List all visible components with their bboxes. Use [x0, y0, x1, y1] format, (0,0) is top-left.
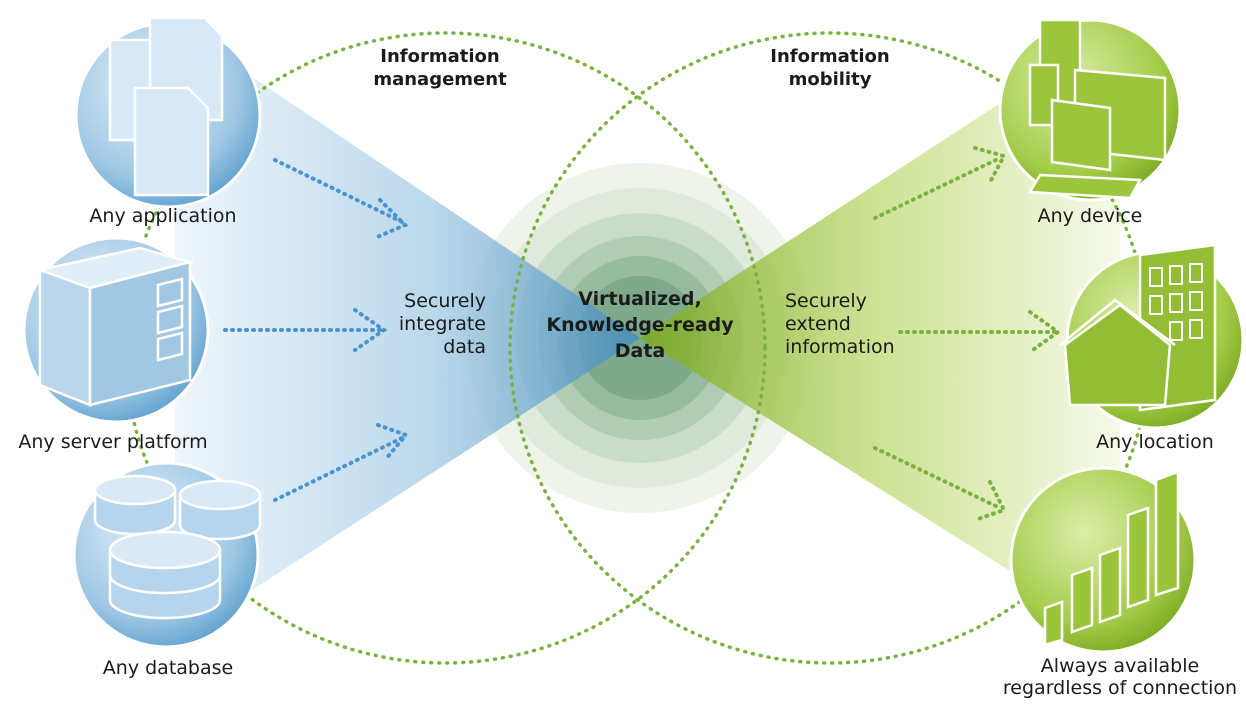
extend-label: Securely extend information: [785, 290, 895, 359]
server-caption: Any server platform: [18, 431, 208, 453]
mobility-heading: Information mobility: [770, 45, 889, 91]
location-caption: Any location: [1096, 431, 1214, 453]
database-icon: [72, 461, 262, 649]
extend-label-line2: extend: [785, 313, 851, 335]
availability-caption-line1: Always available: [1040, 655, 1200, 677]
mobility-heading-line2: mobility: [788, 69, 872, 90]
location-icon: [1059, 243, 1245, 430]
extension-arrows: [873, 146, 1062, 522]
core-label-line1: Virtualized,: [578, 288, 702, 310]
availability-caption: Always available regardless of connectio…: [1003, 655, 1237, 699]
mobility-heading-line1: Information: [770, 46, 890, 67]
device-icon: [998, 18, 1182, 202]
integrate-label-line3: data: [443, 336, 486, 358]
management-heading-line1: Information: [380, 46, 500, 67]
availability-chart-icon: [1009, 466, 1197, 654]
core-label: Virtualized, Knowledge-ready Data: [546, 286, 733, 364]
database-caption: Any database: [102, 657, 234, 679]
integration-arrows: [223, 158, 410, 502]
availability-caption-line2: regardless of connection: [1002, 677, 1238, 699]
application-caption: Any application: [89, 205, 237, 227]
integrate-label-line1: Securely: [404, 290, 486, 312]
core-label-line2: Knowledge-ready: [546, 314, 734, 336]
device-caption: Any device: [1037, 205, 1143, 227]
extend-label-line1: Securely: [785, 290, 867, 312]
application-icon: [74, 16, 262, 209]
extend-label-line3: information: [785, 336, 895, 358]
extension-beam: [640, 25, 1120, 640]
management-heading-line2: management: [373, 69, 507, 90]
management-heading: Information management: [373, 45, 506, 91]
management-ellipse: [123, 31, 767, 665]
integrate-label-line2: integrate: [398, 313, 486, 335]
integration-beam: [175, 25, 640, 640]
server-platform-icon: [22, 236, 210, 424]
integrate-label: Securely integrate data: [390, 290, 486, 359]
core-label-line3: Data: [614, 340, 666, 362]
